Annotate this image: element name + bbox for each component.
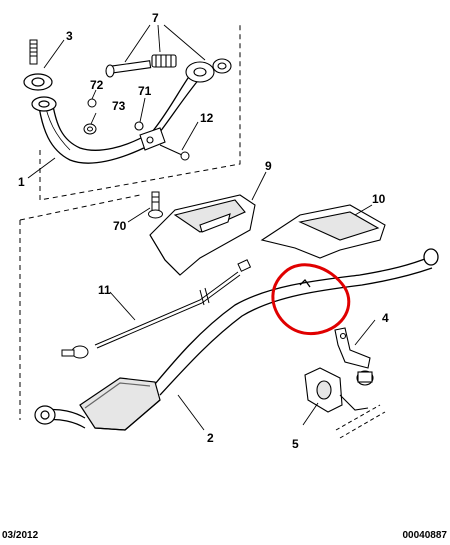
heat-shield-9: [149, 194, 256, 276]
footer-code: 00040887: [402, 530, 448, 541]
label-5: 5: [292, 437, 299, 451]
dashed-frames: [19, 22, 241, 420]
heat-shield-10: [260, 204, 386, 259]
main-pipe-2: [149, 248, 439, 396]
catalytic-converter: [34, 377, 161, 431]
stud-3: [29, 39, 38, 65]
label-3: 3: [66, 29, 73, 43]
front-pipe-flange-left: [23, 73, 57, 112]
label-70: 70: [113, 219, 127, 233]
label-9: 9: [265, 159, 272, 173]
rubber-mount-5: [304, 367, 369, 413]
label-72: 72: [90, 78, 104, 92]
footer-date: 03/2012: [2, 530, 39, 541]
leader-lines: [27, 24, 376, 431]
label-1: 1: [18, 175, 25, 189]
label-71: 71: [138, 84, 152, 98]
label-11: 11: [98, 283, 111, 297]
front-pipe: [37, 67, 206, 164]
washer-72: [87, 98, 97, 108]
bolt-70: [148, 191, 163, 219]
bolt-spring-7: [105, 54, 232, 83]
nut-73: [83, 123, 97, 135]
highlight-circle: [271, 263, 351, 336]
bolt-12: [159, 144, 190, 161]
bracket-4: [334, 327, 374, 386]
bracket-71: [134, 121, 166, 151]
dashed-hanger-line: [335, 404, 386, 439]
label-12: 12: [200, 111, 214, 125]
label-7: 7: [152, 11, 159, 25]
label-10: 10: [372, 192, 386, 206]
label-4: 4: [382, 311, 389, 325]
label-73: 73: [112, 99, 126, 113]
label-2: 2: [207, 431, 214, 445]
sensor-cable-11: [61, 259, 252, 359]
